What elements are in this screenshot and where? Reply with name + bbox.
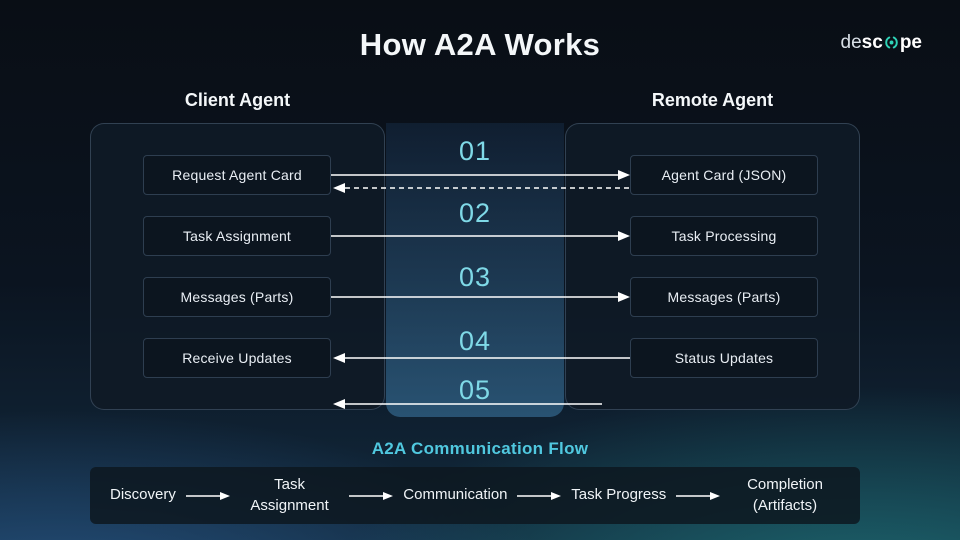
step-number-04: 04	[458, 326, 492, 356]
logo-text-sc: sc	[861, 32, 883, 53]
flow-item-communication: Communication	[403, 486, 508, 504]
flow-item-discovery: Discovery	[110, 486, 176, 504]
flow-arrow-icon	[185, 491, 230, 500]
flow-arrow-icon	[676, 491, 721, 500]
center-flow-strip	[386, 123, 564, 417]
node-task-processing: Task Processing	[630, 216, 818, 256]
flow-item-completion: Completion (Artifacts)	[747, 476, 823, 514]
node-messages-parts-remote: Messages (Parts)	[630, 277, 818, 317]
flow-arrow-icon	[517, 491, 562, 500]
page-title: How A2A Works	[359, 27, 601, 62]
node-receive-updates: Receive Updates	[143, 338, 331, 378]
node-task-assignment: Task Assignment	[143, 216, 331, 256]
flow-item-task-progress: Task Progress	[571, 486, 667, 504]
flow-arrow-icon	[349, 491, 394, 500]
step-number-05: 05	[458, 375, 492, 405]
flow-item-task-assignment: Task Assignment	[250, 476, 329, 514]
node-status-updates: Status Updates	[630, 338, 818, 378]
step-number-03: 03	[458, 262, 492, 292]
logo-text-pe: pe	[899, 32, 922, 53]
logo-text-de: de	[840, 32, 862, 53]
step-number-01: 01	[458, 136, 492, 166]
logo-o-icon	[885, 36, 898, 49]
client-agent-header: Client Agent	[184, 90, 291, 110]
flow-section-title: A2A Communication Flow	[371, 439, 589, 458]
node-messages-parts-client: Messages (Parts)	[143, 277, 331, 317]
remote-agent-header: Remote Agent	[651, 90, 774, 110]
step-number-02: 02	[458, 198, 492, 228]
communication-flow-bar: Discovery Task Assignment Communication …	[90, 467, 860, 524]
node-agent-card-json: Agent Card (JSON)	[630, 155, 818, 195]
node-request-agent-card: Request Agent Card	[143, 155, 331, 195]
